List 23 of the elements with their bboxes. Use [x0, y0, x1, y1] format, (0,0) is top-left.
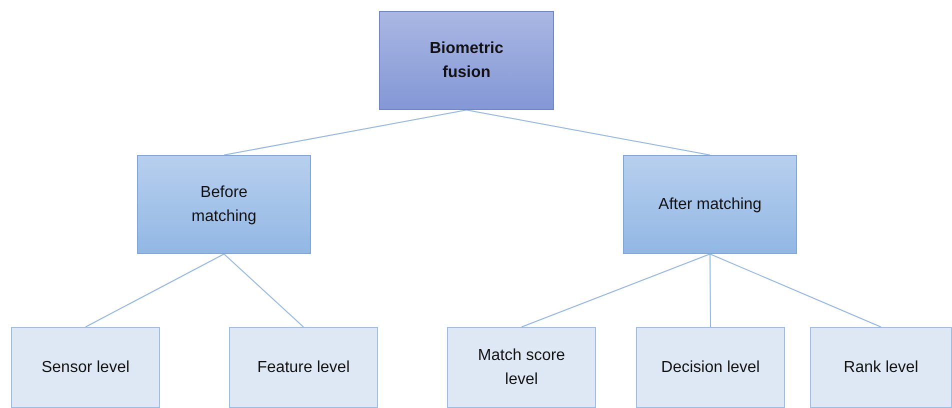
level-box	[229, 327, 378, 408]
node-label: Rank level	[844, 358, 918, 378]
node-label: Before matching	[190, 182, 258, 226]
connector-line	[224, 110, 467, 156]
category-box	[623, 155, 797, 254]
node-label: Sensor level	[41, 358, 130, 378]
node-label: Decision level	[661, 358, 760, 378]
connector-line	[85, 254, 224, 328]
node-label: Biometric fusion	[428, 38, 504, 82]
level-box	[447, 327, 596, 408]
level-box	[810, 327, 952, 408]
node-label: After matching	[658, 194, 762, 214]
connector-line	[521, 254, 710, 328]
root-box	[379, 11, 554, 110]
node-label: Match score level	[476, 346, 566, 390]
connector-line	[224, 254, 304, 328]
level-box	[11, 327, 160, 408]
connector-line	[710, 254, 711, 328]
level-box	[636, 327, 785, 408]
connector-line	[466, 110, 710, 156]
node-label: Feature level	[257, 358, 350, 378]
category-box	[137, 155, 311, 254]
connector-line	[710, 254, 882, 328]
